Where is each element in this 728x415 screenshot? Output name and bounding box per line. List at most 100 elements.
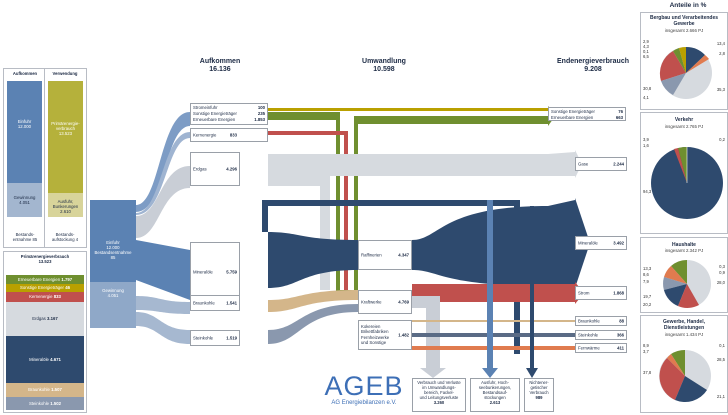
- pie-chart-commerce: [659, 349, 711, 403]
- final-label: Braunkohle: [578, 318, 600, 324]
- pie-slice-oil: [661, 73, 686, 95]
- final-value: 366: [616, 332, 624, 338]
- flow-hardcoal: [268, 304, 358, 344]
- stock-increase-label: Bestands- aufstockung 4: [51, 232, 79, 242]
- stock-withdrawal-label: Bestands- entnahme 85: [12, 232, 38, 242]
- pie-label: 0,3: [719, 264, 725, 269]
- flow-losses: [412, 296, 440, 368]
- primary-item-value: 3.167: [47, 316, 58, 321]
- source-production-block: [90, 282, 136, 328]
- flow-oil-to-refinery: [268, 232, 358, 288]
- pie-subtitle: insgesamt 1.434 PJ: [664, 332, 704, 337]
- pie-slice-renewables: [673, 48, 686, 73]
- final-value: 3.492: [613, 240, 624, 246]
- pie-title: Verkehr: [674, 117, 694, 123]
- bar-export-value: 2.610: [60, 209, 71, 214]
- supply-row-electricity-import: Stromeinfuhr 100: [193, 105, 265, 110]
- supply-value: 100: [257, 105, 265, 110]
- conversion-box-refineries: Raffinerien 4.347: [358, 240, 412, 270]
- pie-slice-heat: [664, 266, 687, 284]
- final-box-electricity: Strom 1.868: [575, 286, 627, 300]
- primary-item-nuclear: Kernenergie 833: [6, 292, 84, 302]
- pie-chart-households: [663, 259, 711, 308]
- pie-title: Bergbau und Verarbeitendes Gewerbe: [649, 15, 719, 27]
- ageb-logo-name: AGEB: [324, 371, 404, 401]
- conversion-label: Kokereien Brikettfabriken Fernheizwerke …: [361, 324, 390, 346]
- col-verwendung-title: Verwendung: [52, 71, 78, 76]
- pie-label: 4,1: [643, 95, 649, 100]
- pie-slice-heat: [686, 55, 709, 73]
- pie-slice-coal: [686, 46, 705, 73]
- final-value: 88: [619, 318, 624, 324]
- loss-value: 989: [535, 395, 543, 400]
- header-anteile: Anteile in %: [669, 2, 707, 9]
- bar-export-label: Ausfuhr, Bunkerungen: [52, 199, 79, 209]
- final-label: Strom: [578, 290, 590, 296]
- supply-label: Stromeinfuhr: [193, 105, 218, 110]
- loss-label: Ausfuhr, Hoch- seebunkerungen, Bestandsa…: [478, 380, 512, 400]
- supply-label: Steinkohle: [193, 335, 214, 341]
- supply-box-nuclear: Kernenergie 833: [190, 128, 268, 142]
- ageb-logo: AGEB AG Energiebilanzen e.V.: [322, 372, 406, 407]
- primary-item-value: 833: [53, 294, 61, 299]
- supply-label: Erneuerbare Energien: [193, 117, 236, 122]
- primary-item-label: Mineralöle: [29, 357, 49, 362]
- pie-slice-oil: [675, 376, 707, 403]
- flow-gas-to-plants: [268, 176, 330, 290]
- supply-label: Kernenergie: [193, 132, 217, 138]
- primary-item-value: 1.797: [61, 277, 73, 282]
- pie-label: 8,6: [643, 272, 649, 277]
- bar-import-label: Einfuhr: [17, 119, 32, 124]
- pie-chart-transport: [651, 146, 723, 219]
- pie-slice-renewables: [678, 146, 687, 183]
- pie-title: Haushalte: [672, 242, 696, 248]
- pie-subtitle: insgesamt 2.342 PJ: [664, 248, 704, 253]
- pie-label: 13,4: [716, 41, 725, 46]
- supply-value: 1.519: [226, 335, 237, 341]
- pie-label: 2,8: [719, 51, 725, 56]
- pie-panel-industry: Bergbau und Verarbeitendes Gewerbe insge…: [640, 12, 728, 110]
- pie-slice-electricity: [674, 148, 687, 183]
- bar-export: Ausfuhr, Bunkerungen 2.610: [48, 193, 83, 217]
- primary-item-label: Sonstige Energieträger: [20, 285, 64, 290]
- primary-item-label: Braunkohle: [28, 387, 50, 392]
- pie-subtitle: insgesamt 2.666 PJ: [664, 28, 704, 33]
- pie-slice-other: [679, 47, 686, 73]
- pie-title: Gewerbe, Handel, Dienstleistungen: [663, 319, 705, 331]
- source-stock-label: Bestandsentnahme: [94, 250, 132, 255]
- pie-label: 0,2: [719, 137, 725, 142]
- source-import-label: Einfuhr: [106, 240, 120, 245]
- supply-box-oil: Mineralöle 5.759: [190, 242, 240, 302]
- flow-supply-top: [136, 112, 190, 212]
- source-production-label: Gewinnung: [102, 288, 124, 293]
- primary-item-label: Erneuerbare Energien: [17, 277, 61, 282]
- header-umwandlung-value: 10.598: [373, 66, 395, 73]
- conversion-value: 4.769: [398, 299, 409, 305]
- pie-panel-commerce: Gewerbe, Handel, Dienstleistungen insges…: [640, 315, 728, 413]
- pie-slice-renewables: [671, 349, 685, 376]
- conversion-value: 4.347: [398, 252, 409, 258]
- supply-value: 235: [257, 111, 265, 116]
- header-umwandlung: Umwandlung 10.598: [344, 58, 424, 74]
- bar-primary-consumption: Primärenergie- verbrauch 13.523: [48, 81, 83, 193]
- flow-district-heat: [412, 346, 575, 350]
- flow-lignite: [268, 290, 358, 312]
- pie-slice-electricity: [659, 51, 686, 81]
- pie-panel-households: Haushalte insgesamt 2.342 PJ 13,3 8,6 7,…: [640, 237, 728, 313]
- header-umwandlung-label: Umwandlung: [362, 58, 406, 65]
- bar-production: Gewinnung 4.051: [7, 183, 42, 217]
- loss-value: 3.260: [433, 400, 445, 405]
- final-label: Steinkohle: [578, 332, 599, 338]
- loss-value: 2.613: [489, 400, 501, 405]
- pie-slice-renewables: [671, 259, 687, 284]
- pie-label: 13,3: [643, 266, 652, 271]
- source-import-value: 12.000: [106, 245, 120, 250]
- source-stock-value: 85: [110, 255, 116, 260]
- pie-slice-heat: [667, 354, 685, 376]
- pie-label: 8,9: [643, 343, 649, 348]
- header-endenergie-value: 9.208: [584, 66, 602, 73]
- primary-item-lignite: Braunkohle 1.507: [6, 383, 84, 397]
- supply-value: 5.759: [226, 269, 237, 275]
